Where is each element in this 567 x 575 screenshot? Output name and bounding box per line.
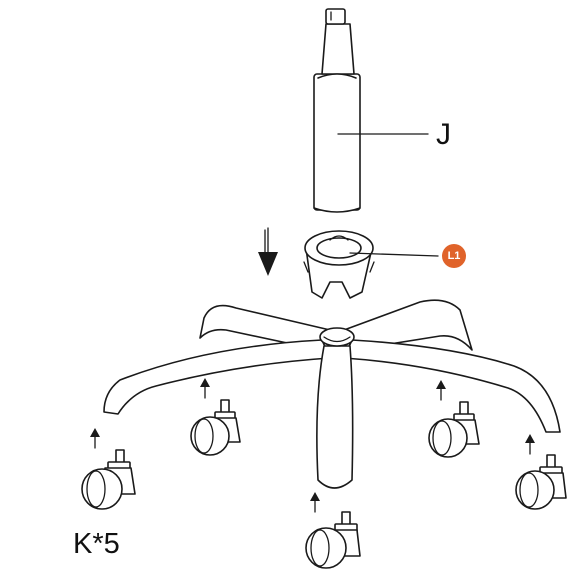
up-arrow-icon [310, 492, 320, 513]
leader-line-l1 [349, 252, 439, 257]
up-arrow-icon [200, 378, 210, 399]
caster-back-right [428, 401, 480, 458]
down-arrow-icon [258, 227, 278, 276]
caster-front-left [81, 449, 136, 510]
caster-front-right [515, 454, 567, 510]
up-arrow-icon [90, 428, 100, 449]
up-arrow-icon [436, 380, 446, 401]
up-arrow-icon [525, 434, 535, 455]
caster-front-center [305, 511, 361, 569]
bushing [303, 230, 375, 299]
five-star-base [103, 299, 561, 489]
part-label-j: J [436, 118, 451, 151]
caster-back-left [190, 399, 241, 456]
caster-quantity-label: K*5 [73, 528, 120, 560]
part-badge-l1: L1 [442, 244, 466, 268]
gas-lift-cylinder [313, 8, 361, 213]
